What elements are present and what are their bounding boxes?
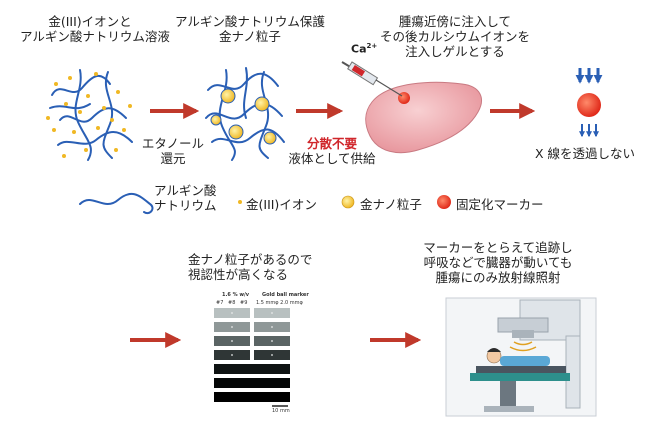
phantom-right-sub: 1.5 mmφ 2.0 mmφ [256,300,303,306]
phantom-right-header: Gold ball marker [262,292,309,298]
legend-gold-nano: 金ナノ粒子 [360,197,422,212]
phantom-col1: #7 [216,300,224,306]
liquid-supply-label: 液体として供給 [288,151,376,166]
gold-nanoparticle-cluster-icon [205,67,285,161]
alginate-solution-icon [46,69,133,161]
visibility-caption: 金ナノ粒子があるので 視認性が高くなる [188,252,328,282]
step1-line2: アルギン酸ナトリウム溶液 [20,29,170,44]
legend-marker: 固定化マーカー [456,197,544,212]
tracking-line1: マーカーをとらえて追跡し [423,240,573,255]
step1-line1: 金(III)イオンと [48,14,132,29]
step3-caption: 腫瘍近傍に注入して その後カルシウムイオンを 注入しゲルとする [375,14,535,59]
tracking-line3: 腫瘍にのみ放射線照射 [435,270,561,285]
liver-icon [365,81,482,154]
step3-line1: 腫瘍近傍に注入して [398,14,512,29]
tumor-marker-icon [398,92,410,104]
legend-alginate-line2: ナトリウム [154,198,217,213]
step3-line3: 注入しゲルとする [405,44,505,59]
syringe-icon [341,61,403,97]
step2-line2: 金ナノ粒子 [219,29,281,44]
phantom-left-header: 1.6 % w/v [222,292,250,298]
radiotherapy-machine-icon [445,297,597,417]
step2-line1: アルギン酸ナトリウム保護 [175,14,325,29]
step1-caption: 金(III)イオンと アルギン酸ナトリウム溶液 [20,14,170,44]
visibility-line1: 金ナノ粒子があるので [188,252,313,267]
legend-gold-ion: 金(III)イオン [246,197,317,212]
phantom-col2: #8 [228,300,236,306]
step2-caption: アルギン酸ナトリウム保護 金ナノ粒子 [170,14,330,44]
step3-line2: その後カルシウムイオンを [379,29,530,44]
calcium-charge: 2+ [366,42,378,50]
xray-label: X 線を透過しない [534,146,636,161]
phantom-image [214,308,290,407]
legend-alginate-line1: アルギン酸 [154,183,217,198]
reduction-line2: 還元 [160,151,186,166]
visibility-line2: 視認性が高くなる [188,267,289,282]
reduction-label: エタノール 還元 [138,136,208,166]
no-dispersion-label: 分散不要 [306,136,357,151]
supply-note: 分散不要 液体として供給 [282,136,382,166]
tracking-caption: マーカーをとらえて追跡し 呼吸などで臓器が動いても 腫瘍にのみ放射線照射 [418,240,578,285]
phantom-scale: 10 mm [272,408,290,414]
legend-alginate: アルギン酸 ナトリウム [154,183,217,213]
alginate-strand-icon [79,192,154,214]
calcium-symbol: Ca [351,42,367,56]
gold-nanoparticle-icon [341,195,355,209]
reduction-line1: エタノール [141,136,205,151]
calcium-label: Ca2+ [351,42,377,56]
gold-ion-icon [238,200,242,204]
fixed-marker-icon [437,195,451,209]
xray-icon [575,68,603,138]
tracking-line2: 呼吸などで臓器が動いても [423,255,573,270]
phantom-col3: #9 [240,300,248,306]
